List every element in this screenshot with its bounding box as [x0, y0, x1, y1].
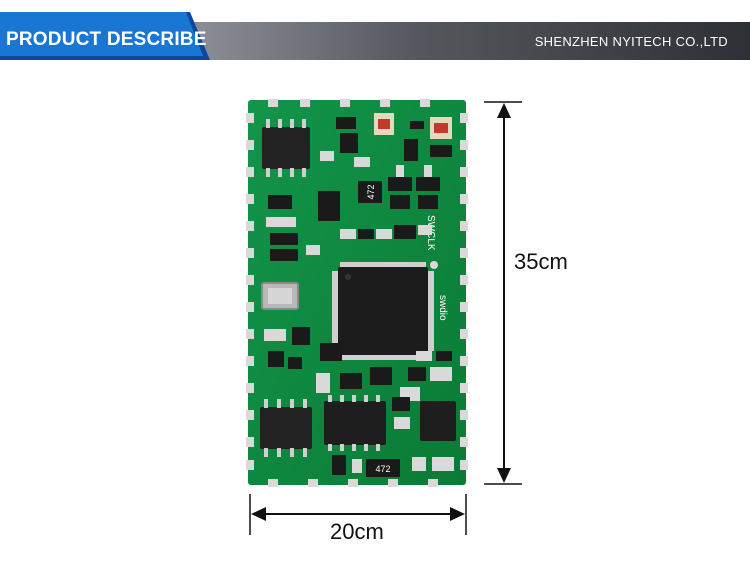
resistor-marking-top: 472	[366, 184, 376, 199]
silkscreen-swdio: swdio	[437, 295, 448, 321]
height-dimension-label: 35cm	[514, 249, 568, 274]
pcb-module-image: 472 SWCLK	[240, 95, 472, 492]
resistor-marking-bottom: 472	[375, 464, 390, 474]
width-dimension-label: 20cm	[330, 519, 384, 544]
section-title: PRODUCT DESCRIBE	[6, 29, 207, 50]
section-tab: PRODUCT DESCRIBE	[0, 12, 210, 60]
company-name: SHENZHEN NYITECH CO.,LTD	[534, 34, 728, 49]
